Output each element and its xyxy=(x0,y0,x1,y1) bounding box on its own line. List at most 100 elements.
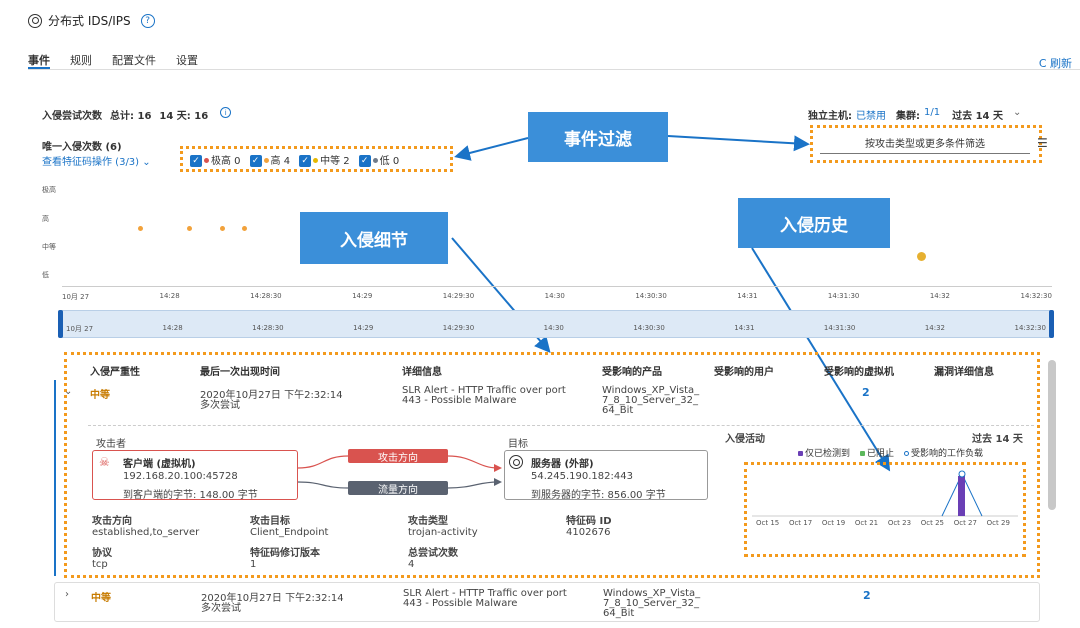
checkbox-icon[interactable]: ✓ xyxy=(249,154,262,167)
target-addr: 54.245.190.182:443 xyxy=(531,471,633,482)
activity-chart xyxy=(752,470,1018,517)
filter-critical[interactable]: ✓极高 0 xyxy=(190,152,241,167)
ids-icon xyxy=(28,13,42,28)
row-product: Windows_XP_Vista_7_8_10_Server_32_64_Bit xyxy=(603,588,701,619)
brush-handle-right[interactable] xyxy=(1049,310,1054,338)
x-label: 14:30 xyxy=(543,324,564,332)
arrow-to-filters xyxy=(454,137,529,161)
tab-rules[interactable]: 规则 xyxy=(70,54,92,67)
x-label: 14:29:30 xyxy=(442,324,475,332)
legend-workload-label: 受影响的工作负载 xyxy=(911,449,984,459)
target-name: 服务器 (外部) xyxy=(531,459,594,470)
legend-workload: 受影响的工作负载 xyxy=(902,446,983,459)
filter-input[interactable]: 按攻击类型或更多条件筛选 xyxy=(820,135,1030,154)
cluster-value[interactable]: 1/1 xyxy=(924,107,941,118)
filter-low[interactable]: ✓ 低 0 xyxy=(358,152,400,167)
checkbox-icon[interactable]: ✓ xyxy=(190,154,202,167)
range-select[interactable]: 过去 14 天 xyxy=(952,111,1003,122)
row-vms-link[interactable]: 2 xyxy=(862,386,870,399)
workload-dot-icon xyxy=(904,451,910,456)
summary-title: 入侵尝试次数 xyxy=(42,111,102,122)
filter-icon[interactable]: ☰ xyxy=(1037,136,1048,150)
standalone-value[interactable]: 已禁用 xyxy=(856,111,886,122)
row-time: 2020年10月27日 下午2:32:14 xyxy=(201,593,344,604)
filter-high-label: 高 4 xyxy=(270,155,291,167)
col-severity[interactable]: 入侵严重性 xyxy=(90,367,140,378)
timeline-brush[interactable] xyxy=(62,310,1052,338)
x-label: 14:28:30 xyxy=(250,292,282,300)
col-detail[interactable]: 详细信息 xyxy=(402,367,442,378)
standalone-label: 独立主机: xyxy=(808,111,852,122)
severity-filters: ✓极高 0 ✓ 高 4 ✓中等 2 ✓ 低 0 xyxy=(180,146,453,172)
help-icon[interactable]: ? xyxy=(140,13,155,28)
field-value: established,to_server xyxy=(92,527,200,538)
x-label: 14:30:30 xyxy=(635,292,667,300)
activity-title: 入侵活动 xyxy=(725,434,765,445)
x-label: Oct 19 xyxy=(821,519,846,527)
x-label: 14:30:30 xyxy=(633,324,665,332)
checkbox-icon[interactable]: ✓ xyxy=(358,154,371,167)
scrollbar[interactable] xyxy=(1048,360,1056,510)
expand-icon[interactable]: › xyxy=(65,589,69,600)
high-dot-icon xyxy=(263,158,269,163)
brush-handle-left[interactable] xyxy=(58,310,63,338)
col-vms[interactable]: 受影响的虚拟机 xyxy=(824,367,894,378)
chart-axis xyxy=(62,286,1052,287)
col-last-seen[interactable]: 最后一次出现时间 xyxy=(200,367,280,378)
field-value: Client_Endpoint xyxy=(250,527,329,538)
tab-profiles[interactable]: 配置文件 xyxy=(112,54,156,67)
filter-input-highlight xyxy=(810,125,1042,163)
activity-bar[interactable] xyxy=(958,476,965,516)
chart-point[interactable] xyxy=(138,226,143,231)
field-label: 攻击目标 xyxy=(250,516,290,527)
attacker-label: 攻击者 xyxy=(96,439,126,450)
attacker-bytes: 到客户端的字节: 148.00 字节 xyxy=(123,490,258,501)
filter-low-label: 低 0 xyxy=(379,155,400,167)
chart-point[interactable] xyxy=(187,226,192,231)
filter-high[interactable]: ✓ 高 4 xyxy=(249,152,291,167)
legend-blocked: 已阻止 xyxy=(858,446,894,459)
chevron-down-icon: ⌄ xyxy=(142,157,151,168)
legend-detected-label: 仅已检测到 xyxy=(805,449,851,459)
x-label: 14:31 xyxy=(737,292,758,300)
row-vms-link[interactable]: 2 xyxy=(863,589,871,602)
row-product: Windows_XP_Vista_7_8_10_Server_32_64_Bit xyxy=(602,385,700,416)
detected-dot-icon xyxy=(798,451,803,456)
activity-range: 过去 14 天 xyxy=(972,434,1023,445)
legend-blocked-label: 已阻止 xyxy=(867,449,895,459)
col-vuln[interactable]: 漏洞详细信息 xyxy=(934,367,994,378)
checkbox-icon[interactable]: ✓ xyxy=(299,154,312,167)
activity-point[interactable] xyxy=(958,470,966,478)
field-value: 4102676 xyxy=(566,527,611,538)
page-header: 分布式 IDS/IPS ? xyxy=(28,12,155,29)
chart-point[interactable] xyxy=(917,252,926,261)
summary-line: 入侵尝试次数 总计: 16 14 天: 16 i xyxy=(42,107,232,122)
x-label: 14:32:30 xyxy=(1014,324,1046,332)
col-product[interactable]: 受影响的产品 xyxy=(602,367,662,378)
chart-point[interactable] xyxy=(242,226,247,231)
attack-direction-badge: 攻击方向 xyxy=(348,449,448,464)
filter-medium[interactable]: ✓中等 2 xyxy=(299,152,350,167)
tab-settings[interactable]: 设置 xyxy=(176,54,198,67)
chart-point[interactable] xyxy=(220,226,225,231)
callout-event-filter: 事件过滤 xyxy=(528,112,668,162)
collapse-icon[interactable]: ⌄ xyxy=(64,386,73,397)
chevron-down-icon[interactable]: ⌄ xyxy=(1012,107,1022,118)
table-row-collapsed[interactable]: › 中等 2020年10月27日 下午2:32:14 多次尝试 SLR Aler… xyxy=(54,582,1040,622)
field-label: 攻击方向 xyxy=(92,516,132,527)
x-label: Oct 17 xyxy=(788,519,813,527)
table-row[interactable]: 中等 2020年10月27日 下午2:32:14 多次尝试 SLR Alert … xyxy=(90,386,1040,422)
attacker-icon: ☠ xyxy=(99,455,110,469)
y-label-critical: 极高 xyxy=(42,186,56,194)
critical-dot-icon xyxy=(204,158,209,163)
field-value: tcp xyxy=(92,559,108,570)
info-icon[interactable]: i xyxy=(220,107,232,118)
callout-intrusion-history: 入侵历史 xyxy=(738,198,890,248)
view-signature-link[interactable]: 查看特征码操作 (3/3) ⌄ xyxy=(42,153,151,168)
tab-events[interactable]: 事件 xyxy=(28,54,50,69)
x-label: Oct 29 xyxy=(986,519,1010,527)
arrow-to-filter-input xyxy=(667,135,810,152)
col-users[interactable]: 受影响的用户 xyxy=(714,367,774,378)
row-severity: 中等 xyxy=(90,390,110,401)
refresh-button[interactable]: C 刷新 xyxy=(1038,57,1072,70)
